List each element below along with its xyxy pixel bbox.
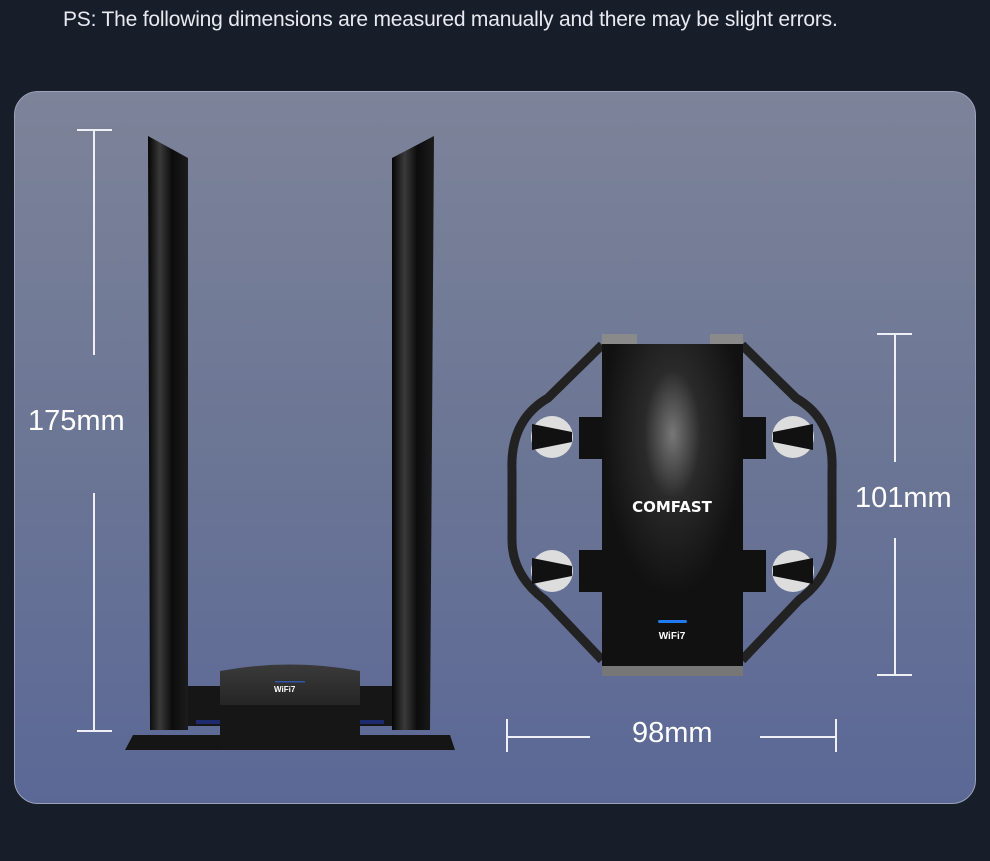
dim-101-line-bottom (894, 538, 896, 674)
width-front-label: 98mm (632, 717, 713, 749)
disclaimer-note: PS: The following dimensions are measure… (63, 8, 838, 31)
brand-logo: COMFAST (632, 498, 713, 516)
dim-98-left-tick (506, 719, 508, 752)
height-front-label: 101mm (855, 482, 952, 514)
dim-98-right-tick (835, 719, 837, 752)
height-side-label: 175mm (28, 405, 125, 437)
dim-101-bottom-tick (877, 674, 912, 676)
side-view-adapter: WiFi7 (125, 136, 455, 750)
dim-98-line-left (507, 736, 590, 738)
dim-101-top-tick (877, 333, 912, 335)
dim-101-line-top (894, 334, 896, 462)
dim-175-line-top (93, 130, 95, 355)
status-led (658, 620, 687, 623)
side-wifi7-logo: WiFi7 (274, 685, 296, 694)
dim-175-line-bottom (93, 493, 95, 730)
dim-175-bottom-tick (77, 730, 112, 732)
dim-98-line-right (760, 736, 836, 738)
dim-175-top-tick (77, 129, 112, 131)
front-view-adapter: COMFAST WiFi7 (507, 334, 837, 676)
front-wifi7-logo: WiFi7 (659, 631, 686, 642)
